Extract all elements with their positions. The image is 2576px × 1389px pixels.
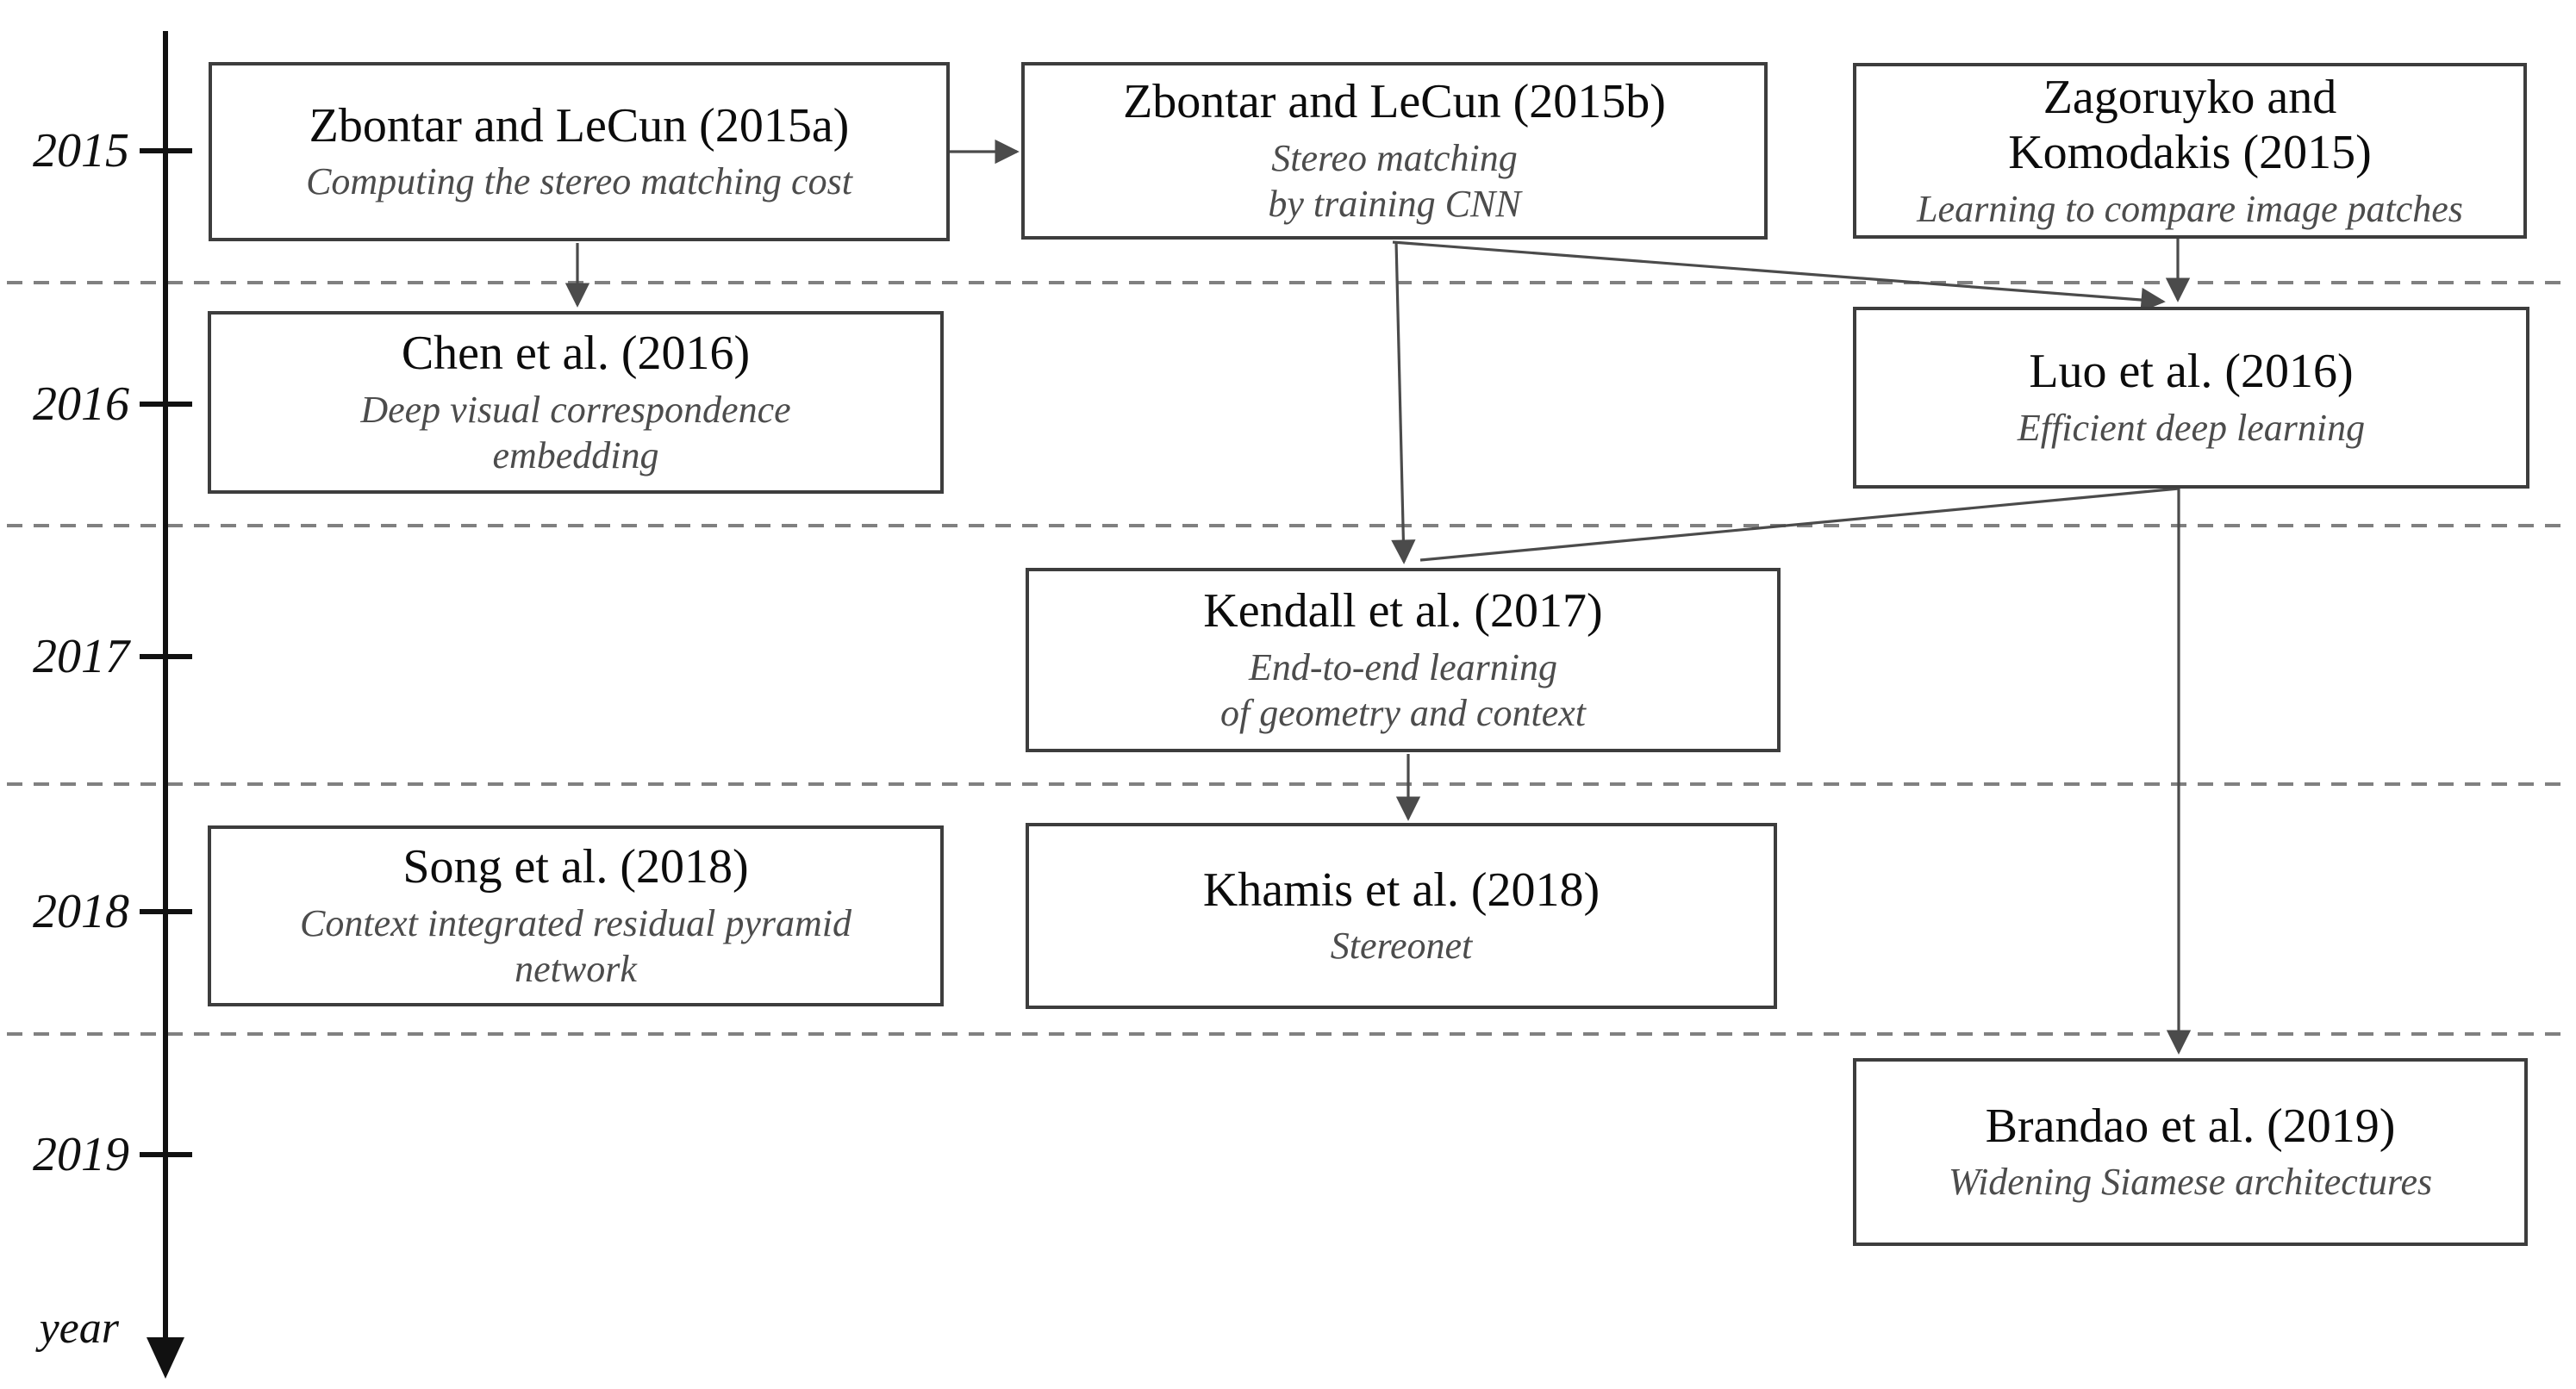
paper-box-kendall-2017: Kendall et al. (2017) End-to-end learnin… xyxy=(1026,568,1781,752)
paper-subtitle: Learning to compare image patches xyxy=(1917,187,2463,230)
year-label-2017: 2017 xyxy=(33,630,129,683)
paper-subtitle: Stereo matching by training CNN xyxy=(1268,136,1521,226)
paper-subtitle: Context integrated residual pyramid netw… xyxy=(300,901,851,991)
paper-subtitle: Stereonet xyxy=(1330,925,1473,968)
paper-title: Chen et al. (2016) xyxy=(401,327,751,381)
paper-box-song-2018: Song et al. (2018) Context integrated re… xyxy=(208,825,944,1006)
year-label-2018: 2018 xyxy=(33,885,129,938)
year-label-2019: 2019 xyxy=(33,1128,129,1181)
arrow-zbontar2015b-to-luo2016 xyxy=(1392,240,2166,313)
paper-title: Brandao et al. (2019) xyxy=(1985,1099,2396,1153)
paper-title: Song et al. (2018) xyxy=(402,840,749,894)
year-label-2015: 2015 xyxy=(33,124,129,178)
paper-title: Luo et al. (2016) xyxy=(2029,345,2354,399)
paper-subtitle: End-to-end learning of geometry and cont… xyxy=(1220,645,1586,735)
paper-title: Khamis et al. (2018) xyxy=(1202,863,1600,917)
paper-box-chen-2016: Chen et al. (2016) Deep visual correspon… xyxy=(208,311,944,494)
paper-subtitle: Widening Siamese architectures xyxy=(1948,1161,2433,1204)
paper-subtitle: Efficient deep learning xyxy=(2017,406,2366,449)
paper-subtitle: Computing the stereo matching cost xyxy=(306,160,852,203)
paper-title: Zbontar and LeCun (2015a) xyxy=(309,98,850,153)
arrow-luo2016-to-kendall2017 xyxy=(1419,487,2180,562)
paper-box-luo-2016: Luo et al. (2016) Efficient deep learnin… xyxy=(1853,307,2529,489)
axis-caption-year: year xyxy=(39,1304,119,1353)
paper-title: Zbontar and LeCun (2015b) xyxy=(1123,75,1666,129)
year-label-2016: 2016 xyxy=(33,377,129,431)
paper-title: Zagoruyko and Komodakis (2015) xyxy=(2008,70,2372,180)
paper-box-zbontar-2015a: Zbontar and LeCun (2015a) Computing the … xyxy=(209,62,950,241)
year-axis-arrowhead xyxy=(147,1337,184,1379)
paper-box-zagoruyko-2015: Zagoruyko and Komodakis (2015) Learning … xyxy=(1853,63,2527,239)
paper-title: Kendall et al. (2017) xyxy=(1203,584,1603,638)
paper-subtitle: Deep visual correspondence embedding xyxy=(360,388,791,477)
arrow-zbontar2015b-to-kendall2017 xyxy=(1391,240,1416,564)
paper-box-brandao-2019: Brandao et al. (2019) Widening Siamese a… xyxy=(1853,1058,2528,1246)
paper-box-khamis-2018: Khamis et al. (2018) Stereonet xyxy=(1026,823,1777,1009)
paper-box-zbontar-2015b: Zbontar and LeCun (2015b) Stereo matchin… xyxy=(1021,62,1768,240)
